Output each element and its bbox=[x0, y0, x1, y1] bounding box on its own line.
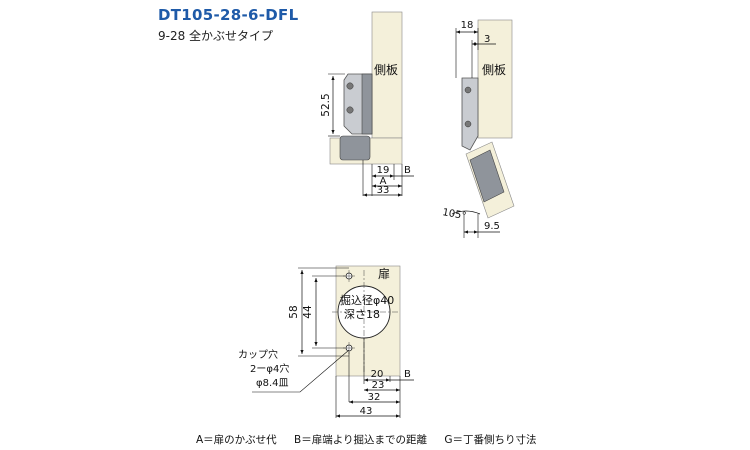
angle-label: 105° bbox=[441, 207, 467, 222]
hinge-cup-open bbox=[469, 149, 505, 203]
label-B-door: B bbox=[404, 369, 411, 380]
side-panel-front bbox=[371, 11, 403, 139]
dim-label-32: 32 bbox=[368, 392, 381, 403]
label-A-front: A bbox=[380, 176, 387, 187]
hinge-cup-front bbox=[339, 135, 371, 161]
diagram-subtitle: 9-28 全かぶせタイプ bbox=[158, 29, 274, 43]
cup-note-2: 2ーφ4穴 bbox=[250, 362, 289, 375]
diagram-title: DT105-28-6-DFL bbox=[158, 6, 299, 24]
screw-upper-open bbox=[464, 86, 472, 94]
dim-label-58: 58 bbox=[288, 305, 300, 318]
dim-label-20: 20 bbox=[371, 369, 384, 380]
dim-label-9-5: 9.5 bbox=[484, 221, 500, 232]
angle-arc bbox=[451, 210, 481, 215]
screw-lower-open bbox=[464, 120, 472, 128]
dim-label-3: 3 bbox=[484, 34, 490, 45]
screw-lower-front bbox=[346, 106, 354, 114]
panel-label-front: 側板 bbox=[374, 63, 398, 77]
door-label: 扉 bbox=[378, 267, 390, 281]
hinge-arm-open bbox=[461, 77, 479, 151]
dim-label-19: 19 bbox=[377, 165, 390, 176]
dim-label-33: 33 bbox=[377, 185, 390, 196]
screw-upper-front bbox=[346, 82, 354, 90]
dim-label-44: 44 bbox=[302, 305, 314, 319]
panel-label-open: 側板 bbox=[482, 63, 506, 77]
front-view: 52.5 側板 19 B A 33 bbox=[320, 11, 414, 197]
door-view: 扉 掘込径φ40 深さ18 58 44 カップ穴 2ーφ4穴 φ8.4皿 bbox=[238, 265, 414, 418]
cup-note-3: φ8.4皿 bbox=[256, 378, 289, 389]
dim-label-18: 18 bbox=[461, 20, 474, 31]
legend-g: G＝丁番側ちり寸法 bbox=[444, 434, 537, 446]
bore-text-1: 掘込径φ40 bbox=[340, 293, 394, 307]
legend-b: B＝扉端より掘込までの距離 bbox=[294, 434, 428, 446]
dim-label-23: 23 bbox=[372, 380, 385, 391]
label-B-front: B bbox=[404, 165, 411, 176]
open-view: 側板 18 3 105° 9.5 bbox=[441, 19, 515, 238]
dim-label-52-5: 52.5 bbox=[320, 93, 332, 116]
side-panel-open bbox=[477, 19, 513, 139]
legend-a: A＝扉のかぶせ代 bbox=[196, 434, 277, 446]
cup-note-leader bbox=[252, 349, 350, 393]
bore-text-2: 深さ18 bbox=[344, 308, 380, 321]
dim-label-43: 43 bbox=[360, 406, 373, 417]
cup-note-1: カップ穴 bbox=[238, 348, 278, 361]
hinge-plate-front bbox=[361, 73, 373, 135]
legend: A＝扉のかぶせ代 B＝扉端より掘込までの距離 G＝丁番側ちり寸法 bbox=[196, 432, 551, 447]
